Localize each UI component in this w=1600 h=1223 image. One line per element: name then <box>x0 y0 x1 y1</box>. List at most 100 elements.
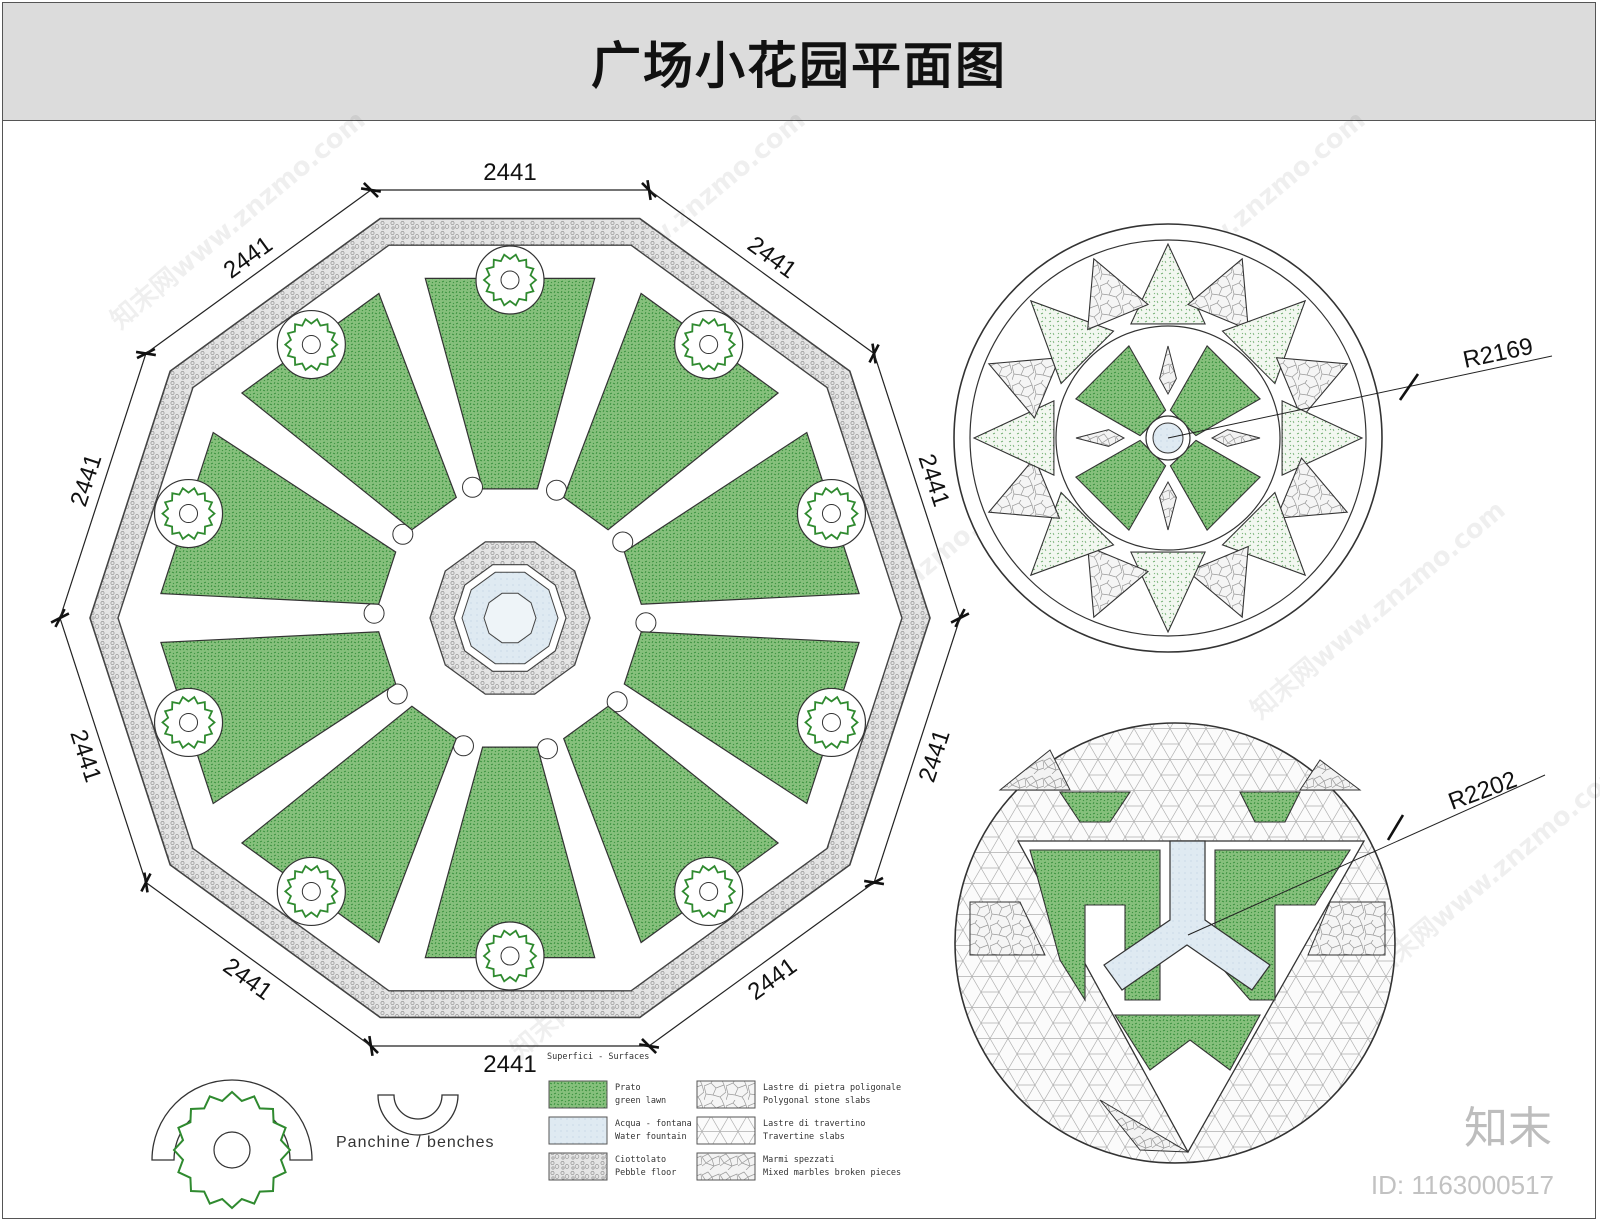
page-title: 广场小花园平面图 <box>591 36 1007 95</box>
star-point-lawn <box>1029 491 1115 577</box>
tree-symbol <box>681 317 737 372</box>
legend-label-en: green lawn <box>615 1096 666 1106</box>
star-point-lawn <box>1221 491 1307 577</box>
star-point-lawn <box>972 400 1055 476</box>
stone-wedge <box>987 357 1061 420</box>
stone-wedge <box>1186 257 1249 331</box>
dimension-tick <box>135 350 157 357</box>
lawn-bed-top-left <box>1058 791 1132 823</box>
radius-tick <box>1398 373 1420 401</box>
lawn-bed <box>240 292 458 531</box>
dimension-tick <box>641 1037 658 1054</box>
tree-symbol <box>482 929 538 983</box>
tree-symbol <box>161 486 216 541</box>
radius-label: R2202 <box>1445 766 1521 816</box>
stone-wedge <box>1186 545 1249 619</box>
dimension-label: 2441 <box>483 1051 536 1078</box>
lawn-bed <box>562 292 780 531</box>
decagon-garden-plan <box>89 217 931 1019</box>
stone-band-right <box>1307 901 1386 956</box>
dimension-tick <box>950 612 970 624</box>
legend-label-en: Pebble floor <box>615 1168 676 1178</box>
legend-label-en: Mixed marbles broken pieces <box>763 1168 901 1178</box>
dimension-label: 2441 <box>914 726 956 785</box>
bench-notch <box>386 683 408 705</box>
legend-label-it: Ciottolato <box>615 1155 666 1165</box>
marble-diamond <box>1159 345 1177 396</box>
dimension-tick <box>50 612 70 624</box>
dimension-label: 2441 <box>218 953 277 1006</box>
stone-wedge <box>987 456 1061 519</box>
tree-symbol <box>681 864 737 919</box>
lawn-bed <box>424 277 596 490</box>
legend-label-it: Marmi spezzati <box>763 1155 835 1165</box>
legend-swatch <box>696 1080 756 1109</box>
brand-logo-text: 知末 <box>1464 1103 1552 1154</box>
dimension-line <box>145 882 372 1047</box>
bench-notch <box>462 476 484 498</box>
legend-label-en: Polygonal stone slabs <box>763 1096 870 1106</box>
lawn-bed <box>623 631 860 805</box>
dimension-label: 2441 <box>913 451 955 510</box>
lawn-bed <box>160 431 397 605</box>
dimension-tick <box>368 1035 374 1057</box>
tree-symbol <box>804 486 859 541</box>
legend-header: Superfici - Surfaces <box>547 1052 649 1062</box>
dimension-line <box>59 353 147 619</box>
stone-wedge <box>1275 456 1349 519</box>
dimension-label: 2441 <box>742 231 801 284</box>
star-point-lawn <box>1130 551 1206 634</box>
radius-tick <box>1386 814 1405 841</box>
dimension-line <box>59 617 147 883</box>
stone-wedge <box>1275 357 1349 420</box>
dimension-label: 2441 <box>483 159 536 186</box>
dimension-line <box>873 617 961 883</box>
dimension-tick <box>140 873 152 893</box>
bench-symbols <box>151 1079 459 1210</box>
dimension-label: 2441 <box>743 953 802 1006</box>
legend-swatch <box>548 1080 608 1109</box>
bench-notch <box>392 523 414 545</box>
radius-leader <box>1187 774 1546 936</box>
dimension-line <box>145 189 372 354</box>
star-point-lawn <box>1130 242 1206 325</box>
dimension-line <box>648 882 875 1047</box>
legend-label-it: Acqua - fontana <box>615 1119 692 1129</box>
marble-band-right <box>1299 759 1362 791</box>
bench-notch <box>635 612 657 634</box>
tree-symbol <box>804 695 859 750</box>
lawn-bed <box>623 431 860 605</box>
stone-band-left <box>969 901 1046 956</box>
dimension-tick <box>646 179 652 201</box>
bench-notch <box>536 738 558 760</box>
bench-arc-small <box>377 1094 459 1136</box>
tree-pit <box>213 1131 251 1169</box>
dimension-tick <box>360 187 382 193</box>
fountain-centre <box>483 592 537 644</box>
bench-label: Panchine / benches <box>336 1134 495 1151</box>
dimension-tick <box>863 879 885 886</box>
lawn-bed <box>160 631 397 805</box>
bench-notch <box>606 691 628 713</box>
dimension-label: 2441 <box>65 451 107 510</box>
marble-diamond <box>1159 480 1177 531</box>
lawn-bed <box>240 705 458 944</box>
legend-swatch <box>548 1152 608 1181</box>
bench-notch <box>363 602 385 624</box>
lawn-bed <box>424 746 596 959</box>
stone-wedge <box>1087 257 1150 331</box>
legend-label-en: Water fountain <box>615 1132 687 1142</box>
radius-leader <box>1167 355 1553 439</box>
tree-symbol <box>482 253 538 307</box>
dimension-line <box>648 189 875 354</box>
lawn-bed <box>562 705 780 944</box>
id-text: ID: 1163000517 <box>1370 1170 1554 1200</box>
tree-symbol <box>161 695 216 750</box>
